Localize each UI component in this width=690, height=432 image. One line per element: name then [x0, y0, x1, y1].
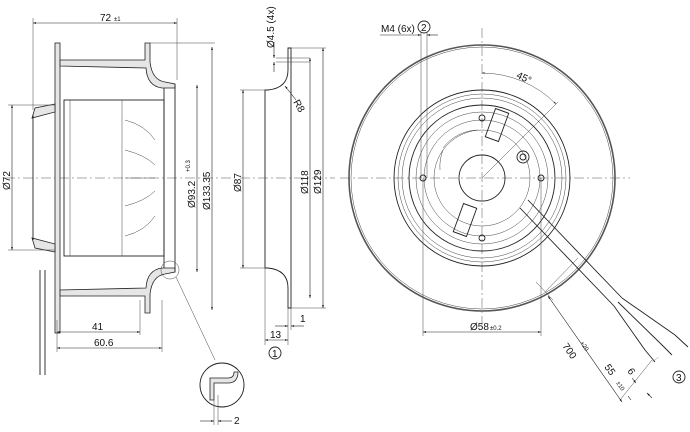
callout-3: 3 — [676, 373, 682, 384]
callout-1-circle — [268, 346, 282, 360]
flange — [54, 42, 61, 334]
dim-detail: 2 — [234, 416, 240, 427]
dim-strip-length-tol: ±10 — [614, 381, 625, 393]
nozzle-section: Ø4.5 (4x) R8 Ø87 Ø118 Ø129 1 13 1 — [233, 6, 335, 360]
dim-cable-length-tol: +20 — [578, 341, 589, 353]
detail-marker — [160, 260, 180, 280]
dim-len-60-6: 60.6 — [94, 338, 114, 349]
dim-dia-129: Ø129 — [313, 169, 324, 194]
dim-overall-length-tol: ±1 — [114, 17, 121, 23]
front-view: 45° M4 (6x) 2 Ø58 ±0.2 ------ 700 +20 55… — [340, 20, 689, 403]
dim-overall-length: 72 — [100, 13, 112, 24]
dim-dia-housing: Ø133.35 — [202, 171, 213, 210]
dim-1: 1 — [300, 314, 306, 325]
dim-cable-length: 700 — [560, 341, 579, 361]
outer-ring — [348, 44, 616, 312]
dim-dia-rotor: Ø93.2 — [187, 180, 198, 208]
hub — [458, 154, 506, 202]
dim-dia-58: Ø58 — [470, 322, 489, 333]
callout-3-circle — [672, 370, 686, 384]
dim-dia-rotor-tol: +0.3 — [186, 159, 192, 172]
dim-thread: M4 (6x) — [381, 24, 415, 35]
wire-label: ------ — [650, 354, 660, 363]
callout-2-circle — [417, 20, 431, 34]
dim-dia-87: Ø87 — [233, 173, 244, 192]
dim-dia-inlet: Ø72 — [2, 171, 13, 190]
callout-1: 1 — [272, 349, 278, 360]
dim-strip-end: 6 — [625, 366, 637, 377]
dim-dia-118: Ø118 — [300, 170, 311, 194]
dim-angle: 45° — [515, 70, 533, 86]
side-view: 72 ±1 Ø72 Ø93.2 +0.3 Ø133.35 41 60.6 2 — [2, 13, 245, 427]
dim-dia-58-tol: ±0.2 — [490, 326, 502, 332]
nozzle-profile — [264, 47, 292, 309]
detail-circle — [199, 362, 245, 408]
callout-2: 2 — [421, 23, 427, 34]
cable — [519, 199, 623, 307]
dim-radius: R8 — [290, 98, 306, 115]
dim-hole-dia: Ø4.5 (4x) — [266, 6, 277, 48]
dim-len-41: 41 — [92, 322, 104, 333]
dim-13: 13 — [270, 330, 282, 341]
housing-top — [59, 42, 176, 89]
housing-bottom — [59, 267, 176, 314]
